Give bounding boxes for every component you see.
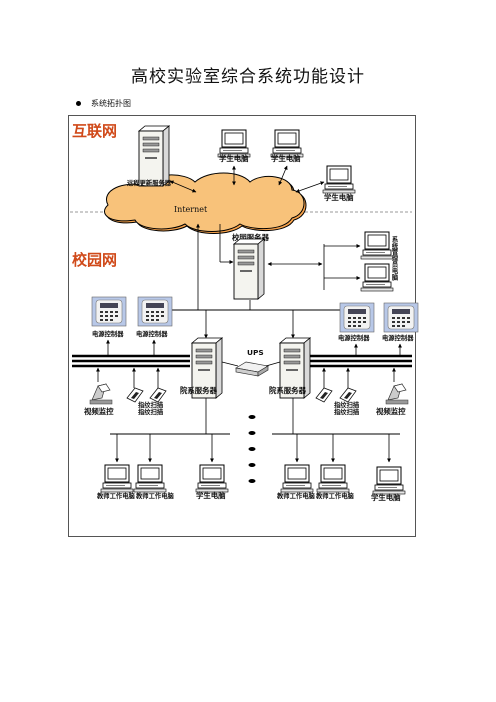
video-monitor-right-label: 视频监控 [376,407,406,416]
teacher-pc-left-1 [100,464,134,493]
link-pc3-cloud [295,181,325,193]
ups-label: UPS [247,348,264,357]
student-pc-top-2 [270,129,304,158]
power-controller-4-label: 电源控制器 [382,333,414,342]
teacher-pc-right-1-label: 教师工作电脑 [277,491,315,500]
student-pc-lab-right [372,466,406,495]
page-title: 高校实验室综合系统功能设计 [131,67,365,87]
remote-server-label: 远程更新服务器 [127,178,172,187]
ups-device [235,361,269,377]
student-pc-top-2-label: 学生电脑 [271,154,301,163]
student-pc-lab-right-label: 学生电脑 [371,493,401,502]
bullet-text: 系统拓扑图 [91,99,131,108]
power-controller-3 [339,302,375,333]
admin-pc-2 [360,263,394,292]
student-pc-lab-left [195,464,229,493]
student-pc-lab-left-label: 学生电脑 [196,491,226,500]
bullet-item: 系统拓扑图 [76,98,131,109]
power-controller-2 [137,296,173,327]
link-remote-cloud [169,180,197,193]
student-pc-right-label: 学生电脑 [324,193,354,202]
video-camera-left [89,383,113,405]
power-controller-3-label: 电源控制器 [338,333,370,342]
link-ups-left [221,361,239,367]
teacher-pc-right-1 [280,464,314,493]
zone-internet-label: 互联网 [72,122,117,140]
fingerprint-left-label-2: 指纹扫描 [138,407,164,416]
video-monitor-left-label: 视频监控 [84,407,114,416]
fingerprint-scanner-left-1 [126,387,144,403]
college-server-right-label: 院系服务器 [269,386,307,395]
campus-server-label: 校园服务器 [232,233,270,242]
right-network-bar [310,354,412,368]
remote-update-server [138,125,170,187]
teacher-pc-right-2-label: 教师工作电脑 [316,491,354,500]
teacher-pc-left-1-label: 教师工作电脑 [97,491,135,500]
power-controller-4 [383,302,419,333]
video-camera-right [385,383,409,405]
link-ups-right [265,361,281,367]
ellipsis-dots [248,415,256,483]
fingerprint-right-label-1: 指纹扫描 [334,400,360,409]
admin-pc-label: 系统管理员电脑 [391,235,399,282]
internet-cloud: Internet [103,172,307,234]
teacher-pc-left-2-label: 教师工作电脑 [136,491,174,500]
power-controller-1 [91,296,127,327]
campus-server [233,238,265,300]
student-pc-right [322,165,356,194]
power-controller-1-label: 电源控制器 [92,329,124,338]
link-pc2-cloud [278,165,288,186]
fingerprint-left-label-1: 指纹扫描 [138,400,164,409]
fingerprint-scanner-right-1 [315,387,333,403]
teacher-pc-right-2 [316,464,350,493]
fingerprint-right-label-2: 指纹扫描 [334,407,360,416]
fingerprint-scanner-right-2 [339,387,357,403]
teacher-pc-left-2 [133,464,167,493]
admin-pc-1 [360,231,394,260]
bullet-icon [76,101,81,106]
left-network-bar [72,354,190,368]
fingerprint-scanner-left-2 [149,387,167,403]
college-server-left-label: 院系服务器 [180,386,218,395]
power-controller-2-label: 电源控制器 [136,329,168,338]
zone-campus-label: 校园网 [72,251,117,269]
cloud-label: Internet [174,205,208,214]
student-pc-top-1 [217,129,251,158]
student-pc-top-1-label: 学生电脑 [219,154,249,163]
